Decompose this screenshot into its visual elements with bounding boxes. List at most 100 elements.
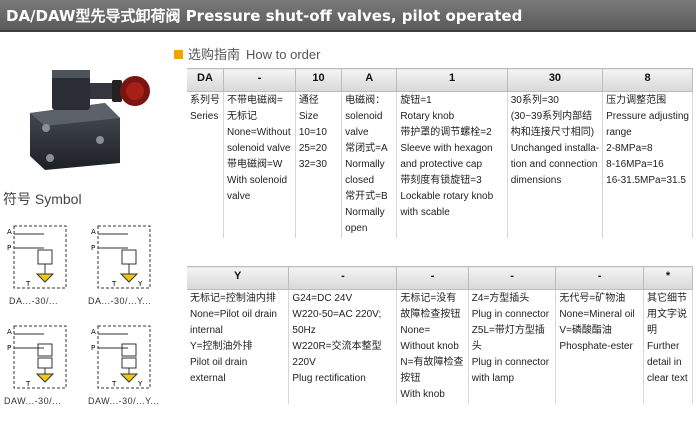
table-cell: 30系列=30 (30~39系列内部结构和连接尺寸相同) Unchanged ins…	[506, 91, 604, 238]
cell-text-line: Without knob	[400, 341, 459, 352]
cell-text-line: clear text	[647, 373, 688, 384]
column-header-code: 8	[602, 68, 693, 92]
cell-text-line: Lockable rotary knob	[400, 191, 494, 202]
cell-text-line: 系列号	[190, 95, 220, 106]
cell-text-line: 30系列=30	[510, 95, 559, 106]
column-header-code: -	[555, 266, 645, 290]
svg-text:A: A	[91, 228, 96, 236]
column-header-code: 10	[294, 68, 343, 92]
hydraulic-symbol-da: A P T	[7, 225, 67, 289]
svg-text:Y: Y	[137, 280, 143, 288]
cell-text-line: 故障检查按钮	[400, 309, 461, 320]
cell-text-line: Sleeve with hexagon	[400, 143, 493, 154]
column-header-code: -	[223, 68, 296, 92]
cell-text-line: With solenoid	[227, 175, 288, 186]
cell-text-line: with scable	[400, 207, 450, 218]
section-title-cn: 选购指南	[188, 47, 241, 62]
valve-product-image	[30, 70, 150, 170]
column-header-code: -	[467, 266, 557, 290]
cell-text-line: G24=DC 24V	[292, 293, 353, 304]
cell-text-line: Y=控制油外排	[190, 341, 253, 352]
cell-text-line: detail in	[647, 357, 682, 368]
cell-text-line: 通径	[298, 95, 319, 106]
cell-text-line: Plug in connector	[471, 357, 550, 368]
symbol-caption-daw: DAW...-30/...	[4, 396, 62, 406]
cell-text-line: 明	[647, 325, 658, 336]
cell-text-line: tion and connection	[510, 159, 598, 170]
section-title-en: How to order	[246, 47, 321, 62]
cell-text-line: 按钮	[400, 373, 421, 384]
cell-text-line: 16-31.5MPa=31.5	[606, 175, 686, 186]
cell-text-line: None=	[400, 325, 431, 336]
cell-text-line: 无标记=没有	[400, 293, 457, 304]
svg-text:P: P	[7, 244, 11, 252]
column-header-code: 30	[506, 68, 604, 92]
cell-text-line: Plug rectification	[292, 373, 366, 384]
symbol-caption-daw-y: DAW...-30/...Y...	[88, 396, 160, 406]
cell-text-line: 不带电磁阀=	[227, 95, 283, 106]
cell-text-line: 头	[471, 341, 482, 352]
cell-text-line: Normally	[345, 207, 385, 218]
cell-text-line: 32=30	[298, 159, 327, 170]
cell-text-line: range	[606, 127, 632, 138]
cell-text-line: None=Mineral oil	[559, 309, 635, 320]
cell-text-line: internal	[190, 325, 223, 336]
svg-text:P: P	[91, 244, 95, 252]
cell-text-line: valve	[345, 127, 369, 138]
cell-text-line: solenoid valve	[227, 143, 291, 154]
cell-text-line: 带刻度有锁旋钮=3	[400, 175, 482, 186]
cell-text-line: 电磁阀：	[345, 95, 386, 106]
cell-text-line: (30~39系列内部结	[510, 111, 593, 122]
cell-text-line: Z4=方型插头	[471, 293, 530, 304]
cell-text-line: solenoid	[345, 111, 383, 122]
svg-text:T: T	[111, 380, 117, 388]
svg-text:P: P	[7, 344, 11, 352]
svg-text:A: A	[91, 328, 96, 336]
cell-text-line: and protective cap	[400, 159, 483, 170]
svg-text:A: A	[7, 228, 12, 236]
column-header-code: 1	[396, 68, 508, 92]
cell-text-line: 用文字说	[647, 309, 688, 320]
page-header: DA/DAW型先导式卸荷阀 Pressure shut-off valves, …	[0, 0, 696, 32]
section-bullet-icon	[174, 50, 183, 59]
cell-text-line: 旋钮=1	[400, 95, 432, 106]
cell-text-line: 构和连接尺寸相同)	[510, 127, 595, 138]
hydraulic-symbol-daw-y: A P T Y	[91, 325, 151, 389]
cell-text-line: 常闭式=A	[345, 143, 388, 154]
cell-text-line: 2-8MPa=8	[606, 143, 653, 154]
column-header-code: DA	[187, 68, 224, 92]
cell-text-line: N=有故障检查	[400, 357, 464, 368]
cell-text-line: 无标记	[227, 111, 257, 122]
cell-text-line: Pilot oil drain	[190, 357, 248, 368]
cell-text-line: 无代号=矿物油	[559, 293, 626, 304]
svg-text:T: T	[25, 380, 31, 388]
cell-text-line: 8-16MPa=16	[606, 159, 664, 170]
cell-text-line: external	[190, 373, 226, 384]
svg-text:A: A	[7, 328, 12, 336]
hydraulic-symbol-da-y: A P T Y	[91, 225, 151, 289]
symbol-label: 符号 Symbol	[3, 191, 82, 207]
cell-text-line: dimensions	[510, 175, 562, 186]
table-header-row: Y----*	[187, 266, 693, 290]
column-header-code: A	[341, 68, 398, 92]
column-header-code: Y	[187, 266, 290, 290]
cell-text-line: Normally	[345, 159, 385, 170]
page-title: DA/DAW型先导式卸荷阀 Pressure shut-off valves, …	[6, 7, 523, 25]
column-header-code: -	[396, 266, 469, 290]
cell-text-line: Unchanged installa-	[510, 143, 600, 154]
cell-text-line: Further	[647, 341, 680, 352]
cell-text-line: None=Without	[227, 127, 291, 138]
cell-text-line: Z5L=带灯方型插	[471, 325, 545, 336]
cell-text-line: 220V	[292, 357, 316, 368]
cell-text-line: 50Hz	[292, 325, 316, 336]
